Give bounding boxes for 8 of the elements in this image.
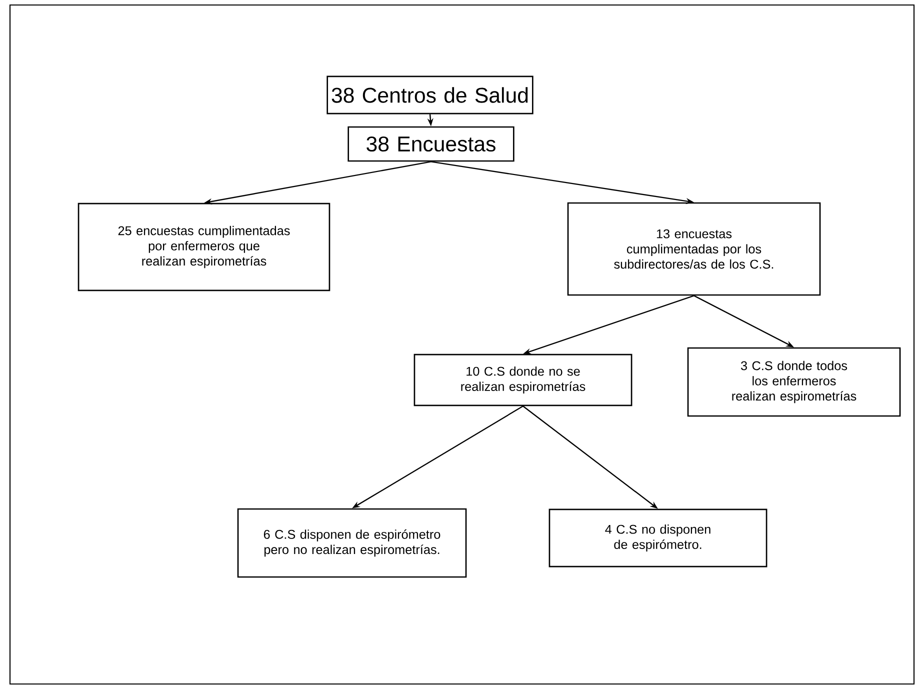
process-box: 4 C.S no disponen de espirómetro.: [548, 508, 768, 568]
process-box: 13 encuestas cumplimentadas por los subdirectores/as de los C.S.: [567, 202, 821, 296]
process-box: 6 C.S disponen de espirómetro pero no realizan espirometrías.: [237, 508, 467, 578]
process-box: 10 C.S donde no se realizan espirometrías: [414, 354, 632, 406]
process-box: 38 Centros de Salud: [326, 76, 534, 114]
process-box: 3 C.S donde todos los enfermeros realizan espirometrías: [687, 347, 901, 417]
process-box: 38 Encuestas: [348, 126, 514, 162]
process-box: 25 encuestas cumplimentadas por enfermeros que realizan espirometrías: [78, 202, 330, 292]
